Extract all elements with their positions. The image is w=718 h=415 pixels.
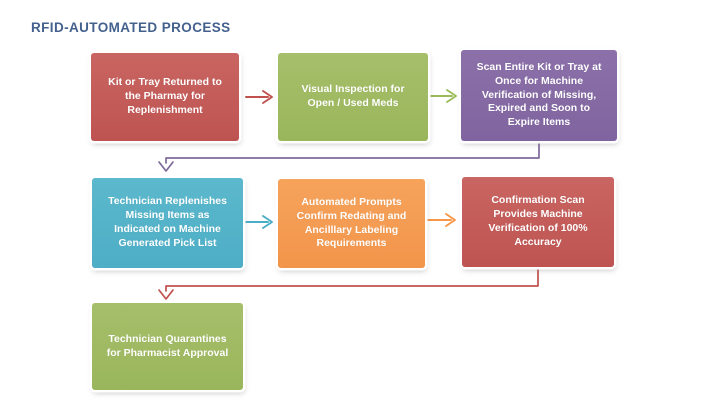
step-kit-returned: Kit or Tray Returned to the Pharmay for … (91, 53, 239, 141)
step-technician-replenish: Technician Replenishes Missing Items as … (92, 178, 243, 268)
step-visual-inspection: Visual Inspection for Open / Used Meds (278, 53, 428, 141)
arrow-step1-step2 (245, 90, 273, 104)
step-technician-quarantine: Technician Quarantines for Pharmacist Ap… (92, 303, 243, 390)
page-title: RFID-AUTOMATED PROCESS (31, 20, 231, 35)
step-automated-prompts: Automated Prompts Confirm Redating and A… (278, 179, 425, 268)
step-scan-entire-kit: Scan Entire Kit or Tray at Once for Mach… (461, 50, 617, 141)
arrow-step5-step6 (427, 213, 456, 227)
arrow-step4-step5 (245, 215, 273, 229)
step-confirmation-scan: Confirmation Scan Provides Machine Verif… (462, 177, 614, 267)
connector-step3-step4 (158, 140, 540, 172)
arrow-step2-step3 (429, 89, 457, 103)
connector-step6-step7 (158, 267, 539, 300)
